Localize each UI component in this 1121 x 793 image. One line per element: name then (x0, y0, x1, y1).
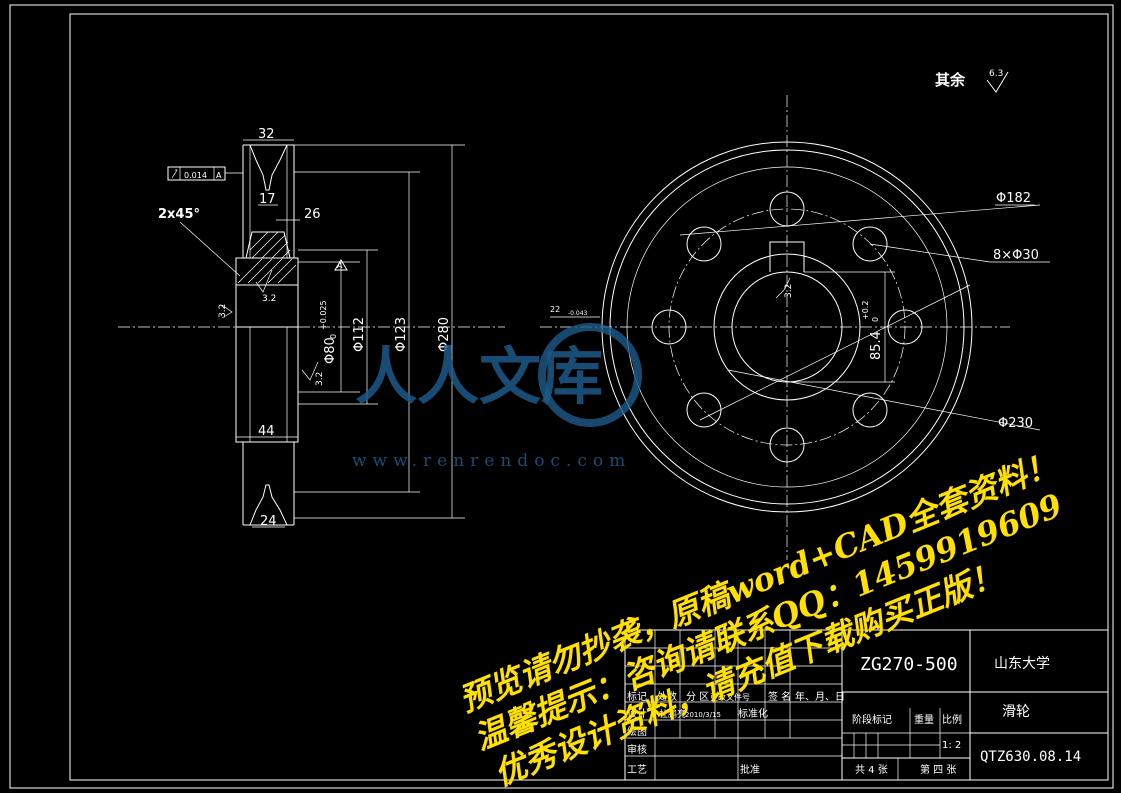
watermark-line-2: 温馨提示：咨询请联系QQ：1459919609 (469, 486, 1068, 757)
rough-b: 3.2 (218, 304, 228, 318)
hole-7 (651, 309, 687, 345)
hole-6 (686, 392, 722, 428)
dim-17: 17 (259, 192, 276, 207)
key-rough-mark (775, 277, 791, 299)
hole-4 (852, 392, 888, 428)
dim-44: 44 (258, 424, 275, 439)
dim-230: Φ230 (998, 416, 1033, 431)
tb-header-3: 分 区 (686, 691, 709, 703)
dim-keyway: 85.4 (869, 331, 884, 360)
tb-draw: 绘图 (627, 725, 647, 738)
tb-left-grid (625, 630, 842, 780)
dim-keyway-tol: +0.2 (861, 301, 870, 320)
dim-keyway-width-tol: -0.043 (568, 310, 588, 317)
hatch-lines (249, 231, 291, 259)
keyway (769, 241, 805, 272)
dim-26: 26 (304, 207, 321, 222)
tb-scale: 1: 2 (942, 740, 961, 751)
tb-header-4: 更改文件号 (710, 692, 750, 702)
runout-datum: A (216, 171, 222, 180)
leader-holes (869, 243, 991, 263)
tb-approve: 批准 (740, 763, 760, 776)
runout-value: 0.014 (184, 171, 207, 180)
runout-icon (171, 169, 178, 179)
tb-header-6: 年、月、日 (795, 690, 845, 703)
dim-chamfer: 2x45° (158, 207, 200, 222)
tb-weight-label: 重量 (914, 713, 934, 726)
dim-32: 32 (258, 127, 275, 142)
dim-24: 24 (260, 514, 277, 529)
rough-mark-a (255, 269, 273, 293)
tb-designer: 杜鹏亮 (659, 708, 686, 720)
dim-80-tol: +0.025 (319, 300, 328, 330)
dim-182: Φ182 (996, 191, 1031, 206)
datum-a-marker: A (337, 261, 343, 270)
tb-part-name: 滑轮 (1002, 703, 1030, 720)
dim-keyway-width: 22 (550, 305, 560, 314)
rough-a: 3.2 (262, 294, 276, 304)
tb-code: QTZ630.08.14 (980, 749, 1081, 765)
hole-3 (887, 309, 923, 345)
tb-sheet-no: 第 四 张 (920, 763, 956, 776)
roughness-symbol (986, 71, 1009, 93)
logo-url: www.renrendoc.com (352, 451, 631, 471)
roughness-note-value: 6.3 (989, 69, 1003, 79)
rim-groove-bottom (249, 484, 288, 526)
rough-c: 3.2 (315, 372, 325, 386)
tb-school: 山东大学 (994, 656, 1050, 672)
leader-diag (699, 284, 971, 421)
hatch-web (245, 231, 291, 259)
text-watermark: 预览请勿抄袭，原稿word+CAD全套资料！ 温馨提示：咨询请联系QQ：1459… (454, 444, 1068, 793)
rough-mark-c (301, 361, 319, 381)
tb-drawing-no: ZG270-500 (860, 654, 958, 675)
chamfer-leader (179, 221, 241, 277)
logo-ring (538, 323, 642, 427)
inner-frame (69, 13, 1109, 781)
leader-230 (727, 369, 1041, 431)
dim-80-tol-low: 0 (329, 334, 338, 339)
title-block-frame (624, 629, 1109, 781)
tb-scale-label: 比例 (942, 713, 962, 726)
rim-groove-circle (626, 166, 948, 488)
side-view: 32 17 26 2x45° 0.014 A 3.2 3.2 3.2 A Φ80… (118, 127, 505, 529)
dim-80: Φ80 (323, 337, 338, 364)
hole-5 (769, 427, 805, 463)
outer-frame (9, 4, 1114, 789)
tb-standard: 标准化 (738, 707, 768, 720)
hub-bore-upper (235, 284, 299, 328)
tb-craft: 工艺 (627, 764, 647, 776)
tb-header-2: 处数 (657, 690, 677, 703)
tb-header-1: 标记 (627, 691, 647, 703)
roughness-note-label: 其余 (935, 71, 966, 89)
title-block: 标记 处数 分 区 更改文件号 签 名 年、月、日 设计 杜鹏亮 2010/3/… (624, 629, 1109, 781)
leader-182 (679, 204, 1041, 236)
tb-design: 设计 (627, 707, 647, 720)
tb-header-5: 签 名 (768, 690, 791, 703)
rim-groove-top (249, 144, 288, 191)
tb-total-sheets: 共 4 张 (855, 764, 888, 776)
dim-keyway-tol-low: 0 (871, 317, 880, 322)
bolt-circle (668, 208, 906, 446)
hub-hatch (237, 258, 297, 284)
dim-280: Φ280 (437, 317, 452, 352)
tb-stage-label: 阶段标记 (852, 713, 892, 726)
dim-holes: 8×Φ30 (993, 248, 1039, 263)
logo-watermark: 人人文库 www.renrendoc.com (352, 323, 642, 471)
dim-112: Φ112 (352, 317, 367, 352)
runout-frame (167, 166, 226, 181)
key-rough: 3.2 (784, 284, 794, 298)
hub-circle (713, 253, 861, 401)
tb-review: 审核 (627, 743, 647, 756)
hole-2 (852, 226, 888, 262)
logo-text: 人人文库 (355, 340, 603, 413)
hub-bore-lower (235, 326, 299, 443)
tb-date: 2010/3/15 (685, 711, 721, 719)
rough-mark-b (221, 304, 233, 319)
hole-8 (686, 226, 722, 262)
dim-123: Φ123 (394, 317, 409, 352)
